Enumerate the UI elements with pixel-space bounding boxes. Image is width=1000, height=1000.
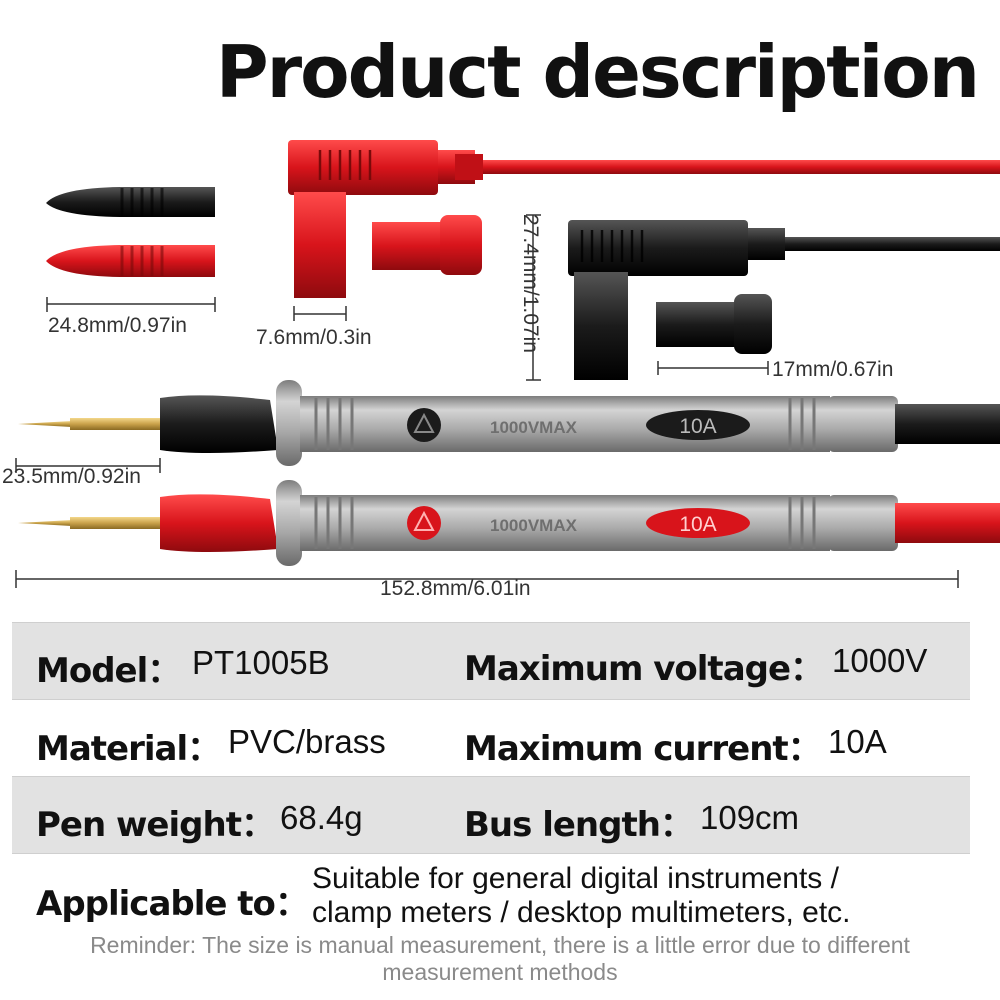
reminder-line-2: measurement methods — [382, 959, 618, 985]
material-label: Material： — [36, 729, 221, 769]
reminder-line-1: Reminder: The size is manual measurement… — [90, 932, 910, 958]
spec-row-weight: Pen weight： 68.4g Bus length： 109cm — [12, 776, 970, 853]
black-banana-plug — [568, 220, 1000, 380]
product-illustration: 1000VMAX 10A 1000VMAX 10A — [15, 140, 1000, 588]
red-tip-cap — [46, 245, 215, 277]
tip-cap-dimension-line — [46, 297, 216, 312]
needle-dimension: 23.5mm/0.92in — [2, 465, 141, 488]
overall-dimension-line — [15, 570, 959, 588]
needle-dimension-line — [15, 458, 161, 473]
overall-length-dimension: 152.8mm/6.01in — [380, 577, 531, 600]
model-label: Model： — [36, 651, 181, 691]
pen-weight-label: Pen weight： — [36, 805, 275, 845]
spec-table: Model： PT1005B Maximum voltage： 1000V Ma… — [12, 622, 970, 936]
applicable-line-1: Suitable for general digital instruments… — [312, 862, 839, 895]
applicable-line-2: clamp meters / desktop multimeters, etc. — [312, 896, 851, 929]
plug-height-dimension: 27.4mm/1.07in — [519, 214, 542, 353]
black-test-probe — [18, 380, 1000, 466]
applicable-value: Suitable for general digital instruments… — [312, 862, 851, 930]
model-value: PT1005B — [192, 644, 330, 681]
pen-weight-value: 68.4g — [280, 799, 363, 836]
plug-height-dimension-line — [526, 214, 541, 381]
plug-width-dimension: 7.6mm/0.3in — [256, 326, 372, 349]
red-banana-plug — [288, 140, 1000, 298]
spec-row-applicable: Applicable to： Suitable for general digi… — [12, 853, 970, 936]
tip-cap-dimension: 24.8mm/0.97in — [48, 314, 187, 337]
black-probe-current-marking: 10A — [679, 415, 716, 438]
bus-length-value: 109cm — [700, 799, 800, 836]
red-sleeve — [372, 215, 482, 275]
red-probe-current-marking: 10A — [679, 513, 716, 536]
sleeve-dimension: 17mm/0.67in — [772, 358, 894, 381]
bus-length-label: Bus length： — [464, 805, 694, 845]
applicable-label: Applicable to： — [36, 884, 309, 924]
reminder-note: Reminder: The size is manual measurement… — [0, 932, 1000, 986]
sleeve-dimension-line — [657, 361, 769, 375]
spec-row-material: Material： PVC/brass Maximum current： 10A — [12, 699, 970, 776]
red-probe-voltage-marking: 1000VMAX — [490, 516, 578, 535]
plug-width-dimension-line — [293, 306, 347, 321]
black-probe-voltage-marking: 1000VMAX — [490, 418, 578, 437]
material-value: PVC/brass — [228, 723, 386, 760]
page-title: Product description — [215, 30, 980, 114]
max-voltage-value: 1000V — [832, 642, 928, 679]
max-current-value: 10A — [828, 723, 887, 760]
max-current-label: Maximum current： — [464, 729, 822, 769]
spec-row-model: Model： PT1005B Maximum voltage： 1000V — [12, 622, 970, 699]
red-test-probe — [18, 480, 1000, 566]
black-tip-cap — [46, 187, 215, 217]
black-sleeve — [656, 294, 772, 354]
max-voltage-label: Maximum voltage： — [464, 649, 824, 689]
